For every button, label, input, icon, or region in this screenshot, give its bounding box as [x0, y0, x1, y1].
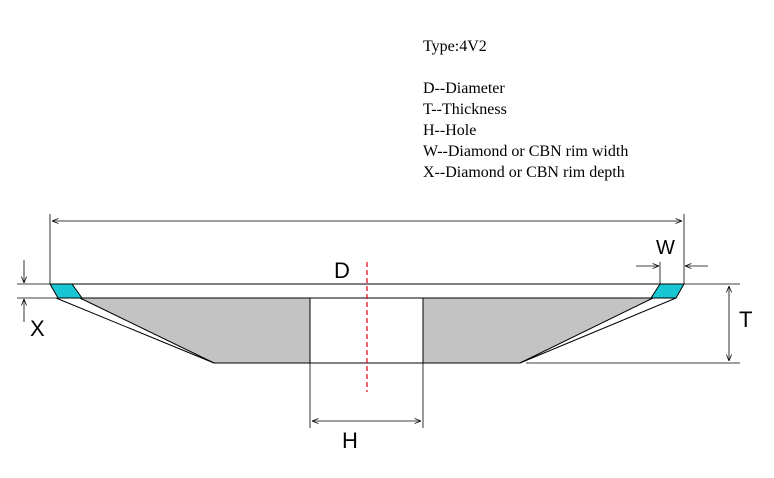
- rim-right: [650, 283, 685, 299]
- right-outer-edge: [519, 297, 677, 364]
- legend-item-rim-width: W--Diamond or CBN rim width: [423, 143, 629, 160]
- label-w: W: [656, 237, 675, 259]
- label-h: H: [342, 428, 358, 453]
- legend-item-thickness: T--Thickness: [423, 101, 507, 118]
- legend-item-hole: H--Hole: [423, 122, 477, 139]
- legend-type: Type:4V2: [423, 38, 487, 55]
- label-d: D: [334, 258, 350, 283]
- legend-item-rim-depth: X--Diamond or CBN rim depth: [423, 164, 625, 181]
- rim-left: [49, 283, 83, 299]
- left-outer-edge: [55, 297, 215, 364]
- legend: Type:4V2 D--Diameter T--Thickness H--Hol…: [423, 36, 628, 183]
- label-t: T: [739, 307, 753, 332]
- label-x: X: [30, 316, 45, 341]
- legend-item-diameter: D--Diameter: [423, 80, 505, 97]
- wheel-body-left: [79, 297, 311, 364]
- wheel-body-right: [422, 297, 654, 364]
